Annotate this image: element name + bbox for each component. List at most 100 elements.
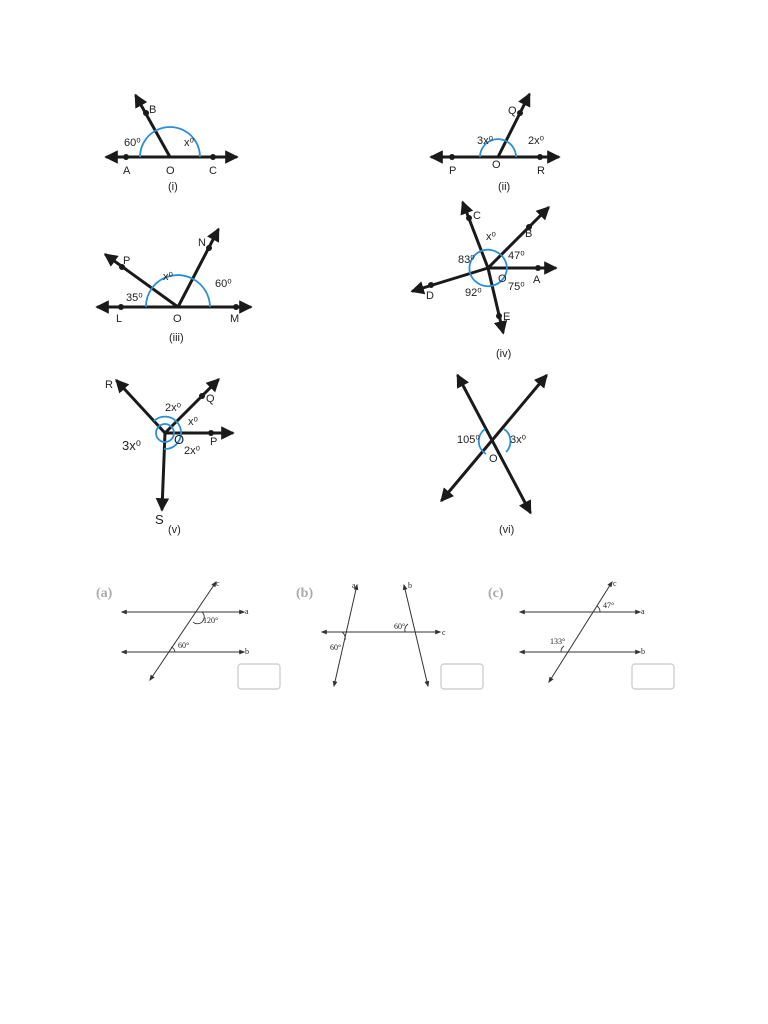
angle-label-upper: 47° [603, 601, 614, 610]
label-a: A [533, 274, 541, 286]
angle-arc-right [404, 623, 409, 633]
point-l [118, 304, 124, 310]
angle-arc-middle [151, 274, 194, 289]
angle-label-left: 60° [330, 643, 341, 652]
angle-arc-top [480, 248, 502, 256]
label-q: Q [206, 393, 215, 405]
angle-arc-left [155, 423, 175, 443]
figure-ii: Q P O R 3x⁰ 2x⁰ (ii) [429, 92, 561, 193]
label-c: c [613, 579, 617, 588]
label-p: P [123, 255, 130, 267]
ray-on [176, 227, 220, 309]
line-b [402, 583, 430, 688]
angle-arc-right [503, 428, 512, 453]
label-b: b [641, 647, 645, 656]
label-r: R [105, 379, 113, 391]
point-e [496, 313, 502, 319]
figure-v: R Q O P S 2x⁰ x⁰ 3x⁰ 2x⁰ (v) [105, 378, 235, 536]
label-o: O [166, 165, 175, 177]
angle-label-top: 2x⁰ [165, 402, 182, 414]
angle-arc-lower-right [490, 267, 508, 287]
angle-arc-upper-right [500, 254, 508, 269]
ray-od [410, 266, 490, 295]
point-c [210, 154, 216, 160]
angle-label-right: 60⁰ [215, 278, 232, 290]
angle-label-right: x⁰ [184, 137, 195, 149]
answer-box[interactable] [440, 663, 484, 690]
angle-label-right: 2x⁰ [528, 135, 545, 147]
ray-ob [486, 206, 550, 270]
figure-i: B A O C 60⁰ x⁰ (i) [104, 93, 239, 193]
label-c: C [209, 165, 217, 177]
angle-arc-top [153, 415, 177, 422]
label-d: D [426, 290, 434, 302]
angle-label-upper-left: 83⁰ [458, 254, 475, 266]
angle-arc-left [341, 631, 346, 641]
ray-oe [486, 266, 508, 335]
label-q: Q [508, 105, 517, 117]
angle-label-left: 3x⁰ [122, 438, 141, 453]
label-p: P [449, 165, 456, 177]
label-r: R [537, 165, 545, 177]
angle-label-lower: 133° [550, 637, 565, 646]
point-p [449, 154, 455, 160]
label-a: a [352, 581, 356, 590]
angle-arc-right [192, 278, 211, 308]
label-o: O [498, 273, 507, 285]
parallel-problem-b: (b) a b c 60° 60° [296, 581, 484, 690]
angle-label-upper: 120° [203, 616, 218, 625]
label-b: B [149, 104, 156, 116]
label-b: b [245, 647, 249, 656]
point-c [466, 215, 472, 221]
ray-or [115, 379, 167, 435]
figure-iv: C B A D E O x⁰ 83⁰ 47⁰ 92⁰ 75⁰ (iv) [410, 200, 558, 360]
label-o: O [173, 313, 182, 325]
label-a: a [641, 607, 645, 616]
figure-caption: (vi) [499, 524, 514, 536]
problem-tag: (b) [296, 586, 313, 601]
transversal-c [548, 580, 613, 684]
figure-caption: (iv) [496, 348, 511, 360]
angle-label-middle: x⁰ [163, 271, 174, 283]
ray-ob [134, 93, 172, 159]
label-l: L [116, 313, 122, 325]
angle-arc-left [477, 428, 487, 455]
line-a [332, 583, 359, 688]
ray-oq [163, 378, 220, 435]
label-o: O [174, 432, 184, 447]
label-a: a [245, 607, 249, 616]
point-b [143, 110, 149, 116]
point-m [233, 304, 239, 310]
label-m: M [230, 313, 239, 325]
transversal-c [149, 581, 217, 681]
angle-label-top: x⁰ [486, 231, 497, 243]
problem-tag: (a) [96, 586, 113, 601]
label-e: E [503, 311, 510, 323]
angle-arc-left [479, 138, 507, 158]
angle-label-left: 60⁰ [124, 137, 141, 149]
angle-arc-right [154, 126, 201, 158]
angle-label-left: 3x⁰ [477, 135, 494, 147]
angle-label-bottom: 2x⁰ [184, 445, 201, 457]
angle-arc-right [505, 140, 517, 158]
label-n: N [198, 237, 206, 249]
answer-box[interactable] [237, 663, 281, 690]
point-r [537, 154, 543, 160]
point-p [119, 264, 125, 270]
ray-os [155, 431, 170, 512]
point-q [517, 110, 523, 116]
point-a [123, 154, 129, 160]
angle-label-lower-left: 92⁰ [465, 287, 482, 299]
answer-box[interactable] [631, 663, 675, 690]
point-d [428, 282, 434, 288]
angle-label-right: 60° [394, 622, 405, 631]
angle-arc-upper-left [468, 250, 482, 274]
angle-label-lower-right: 75⁰ [508, 281, 525, 293]
figure-caption: (v) [168, 524, 181, 536]
label-b: b [408, 581, 412, 590]
parallel-problem-a: (a) c a b 120° 60° [96, 579, 281, 690]
ray-op [103, 253, 180, 309]
figure-caption: (i) [168, 181, 178, 193]
angle-label-lower: 60° [178, 641, 189, 650]
angle-label-left: 105⁰ [457, 434, 480, 446]
